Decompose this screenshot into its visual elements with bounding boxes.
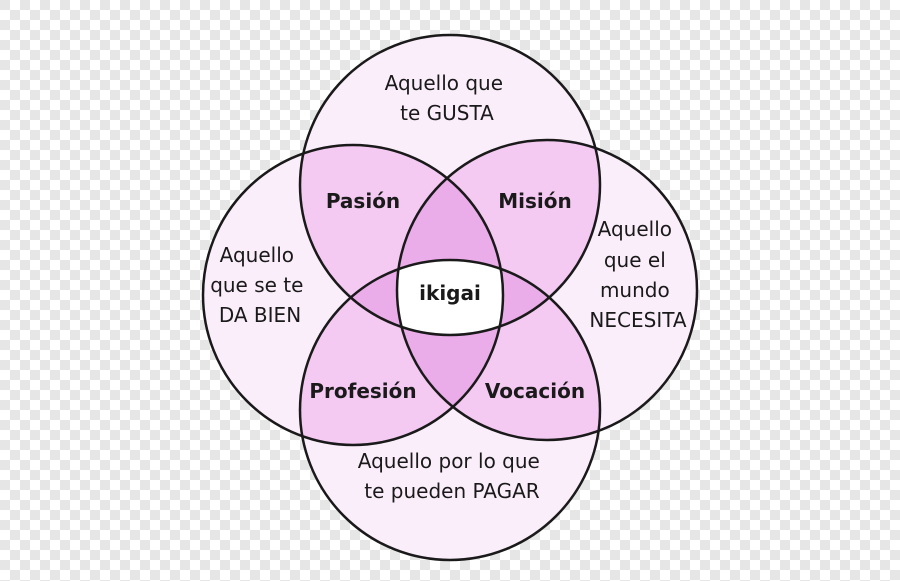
label-profesion: Profesión bbox=[309, 379, 416, 403]
label-bottom-line-2: te pueden PAGAR bbox=[364, 479, 540, 503]
label-bottom-line-1: Aquello por lo que bbox=[358, 449, 540, 473]
label-bottom-circle: Aquello por lo que te pueden PAGAR bbox=[358, 449, 546, 503]
label-ikigai: ikigai bbox=[419, 281, 481, 305]
label-pasion: Pasión bbox=[326, 189, 400, 213]
label-right-line-2: que el bbox=[604, 248, 666, 272]
circle-top-outline bbox=[298, 33, 602, 337]
label-vocacion: Vocación bbox=[485, 379, 585, 403]
label-right-line-3: mundo bbox=[600, 278, 670, 302]
label-left-line-1: Aquello bbox=[220, 243, 294, 267]
label-top-line-1: Aquello que bbox=[385, 71, 503, 95]
overlap-bottom-left-right bbox=[397, 260, 503, 440]
label-left-circle: Aquello que se te DA BIEN bbox=[210, 243, 310, 327]
circle-right-outline bbox=[395, 138, 699, 442]
label-mision: Misión bbox=[498, 189, 572, 213]
circle-bottom-outline bbox=[298, 258, 602, 562]
circle-left-outline bbox=[201, 143, 505, 447]
label-right-line-1: Aquello bbox=[598, 217, 672, 241]
label-left-line-3: DA BIEN bbox=[219, 303, 301, 327]
label-top-line-2: te GUSTA bbox=[400, 101, 494, 125]
label-top-circle: Aquello que te GUSTA bbox=[385, 71, 510, 125]
label-right-circle: Aquello que el mundo NECESITA bbox=[589, 217, 686, 332]
overlap-top-left-right bbox=[397, 145, 503, 335]
label-right-line-4: NECESITA bbox=[589, 308, 686, 332]
label-left-line-2: que se te bbox=[210, 273, 303, 297]
